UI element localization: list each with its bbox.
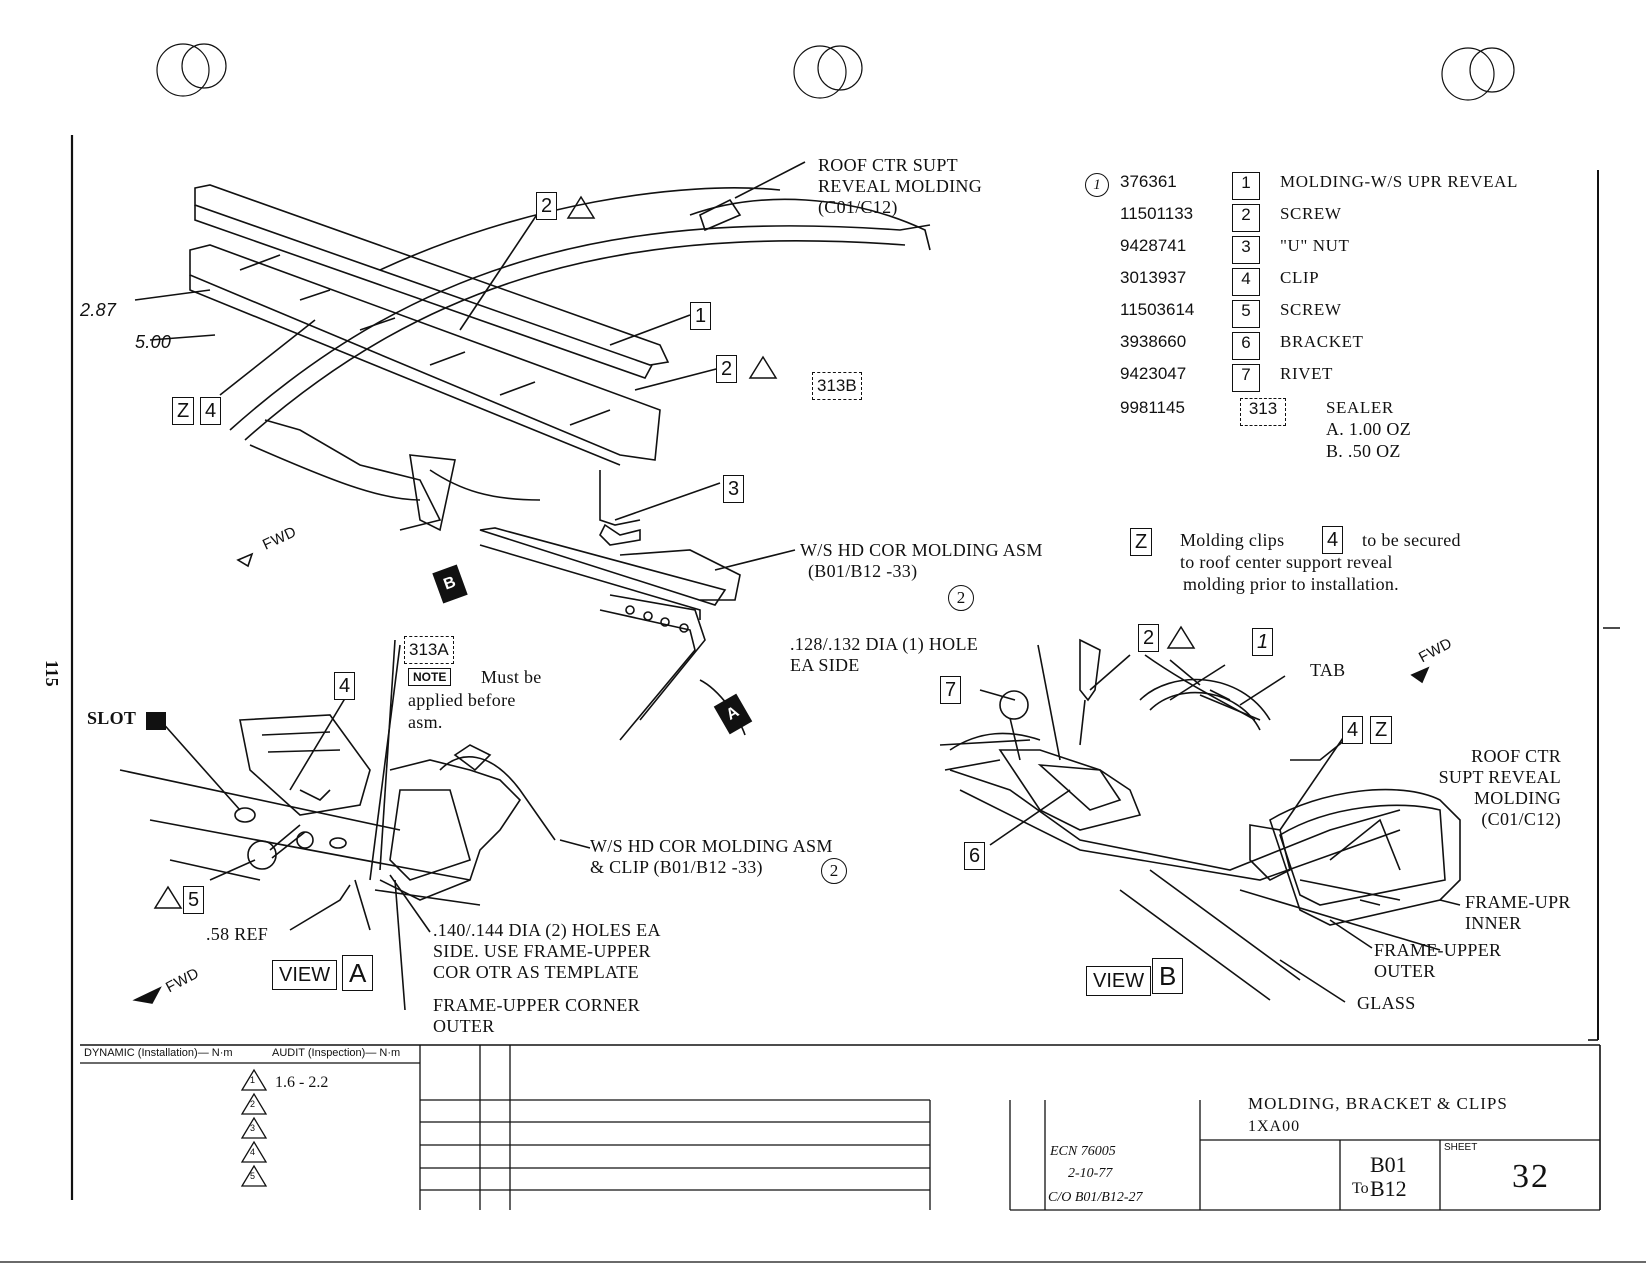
- callout-box-4: 4: [200, 397, 222, 425]
- wshd-molding-clip-label: W/S HD COR MOLDING ASM& CLIP (B01/B12 -3…: [590, 836, 833, 877]
- sheet-number: 32: [1512, 1158, 1550, 1195]
- fwd-arrows: [132, 552, 1430, 1004]
- circle-callout-2-top: 2: [948, 585, 974, 611]
- note-line-3: molding prior to installation.: [1183, 574, 1399, 594]
- view-b-letter: B: [1152, 958, 1184, 994]
- tab-label: TAB: [1310, 660, 1346, 680]
- slot-label: SLOT: [87, 708, 137, 728]
- callout-box-z-view-b: Z: [1370, 716, 1393, 744]
- view-a-letter: A: [342, 955, 374, 991]
- top-molding-assembly: [134, 161, 931, 741]
- callout-box-6: 6: [964, 842, 986, 870]
- change-order: C/O B01/B12-27: [1048, 1190, 1143, 1205]
- torque-audit-header: AUDIT (Inspection)— N·m: [272, 1047, 401, 1059]
- callout-box-4-view-a: 4: [334, 672, 356, 700]
- view-a-detail: [119, 639, 591, 1011]
- view-a-tag: VIEW: [272, 960, 338, 990]
- torque-mark-3: 3: [250, 1123, 256, 1133]
- sealer-313b-tag: 313B: [812, 372, 862, 400]
- option-to: To: [1352, 1180, 1369, 1197]
- option-b01: B01: [1370, 1152, 1407, 1177]
- callout-box-7: 7: [940, 676, 962, 704]
- torque-mark-2: 2: [250, 1099, 256, 1109]
- torque-value: 1.6 - 2.2: [275, 1074, 329, 1091]
- note-text-a: Molding clips: [1180, 530, 1285, 550]
- torque-dynamic-header: DYNAMIC (Installation)— N·m: [84, 1047, 233, 1059]
- ecn-date: 2-10-77: [1068, 1166, 1113, 1181]
- dimension-5-00: 5.00: [135, 332, 172, 352]
- callout-box-1-top: 1: [690, 302, 712, 330]
- view-b-detail: [939, 638, 1461, 1003]
- note-line-1: Must be: [481, 667, 542, 687]
- ref-58-label: .58 REF: [206, 924, 269, 944]
- model-code: 1XA00: [1248, 1118, 1301, 1135]
- torque-mark-4: 4: [250, 1147, 256, 1157]
- callout-box-3: 3: [723, 475, 745, 503]
- note-line-3a: asm.: [408, 712, 443, 732]
- torque-triangles: [240, 1068, 268, 1187]
- ecn-number: ECN 76005: [1050, 1144, 1116, 1159]
- drawing-title: MOLDING, BRACKET & CLIPS: [1248, 1094, 1508, 1113]
- note-tag: NOTE: [408, 668, 452, 686]
- note-box-4: 4: [1322, 526, 1344, 554]
- title-block-grid: [80, 1044, 1601, 1211]
- note-line-2a: applied before: [408, 690, 516, 710]
- view-b-tag: VIEW: [1086, 966, 1152, 996]
- callout-box-4-view-b: 4: [1342, 716, 1364, 744]
- glass-label: GLASS: [1357, 993, 1416, 1013]
- callout-box-2-top: 2: [536, 192, 558, 220]
- parts-list-circle-1: 1: [1085, 173, 1109, 197]
- callout-box-z: Z: [172, 397, 195, 425]
- binder-holes: [156, 43, 1515, 101]
- torque-mark-5: 5: [250, 1171, 256, 1181]
- sealer-amount-b: B. .50 OZ: [1326, 441, 1401, 461]
- circle-callout-2-view-a: 2: [821, 858, 847, 884]
- note-text-b: to be secured: [1362, 530, 1461, 550]
- callout-box-1-view-b: 1: [1252, 628, 1274, 656]
- torque-mark-1: 1: [250, 1075, 256, 1085]
- dimension-2-87: 2.87: [80, 300, 117, 320]
- note-line-2: to roof center support reveal: [1180, 552, 1393, 572]
- note-box-z: Z: [1130, 528, 1153, 556]
- page-number: 115: [42, 660, 62, 687]
- sealer-313a-tag: 313A: [404, 636, 454, 664]
- callout-box-2-mid: 2: [716, 355, 738, 383]
- callout-box-2-view-b: 2: [1138, 624, 1160, 652]
- sealer-amount-a: A. 1.00 OZ: [1326, 419, 1411, 439]
- wshd-molding-asm-label-top: W/S HD COR MOLDING ASM(B01/B12 -33): [800, 540, 1043, 581]
- option-b12: B12: [1370, 1176, 1407, 1201]
- sheet-label: SHEET: [1444, 1142, 1478, 1153]
- caution-triangles: [153, 195, 1196, 909]
- callout-box-5: 5: [183, 886, 205, 914]
